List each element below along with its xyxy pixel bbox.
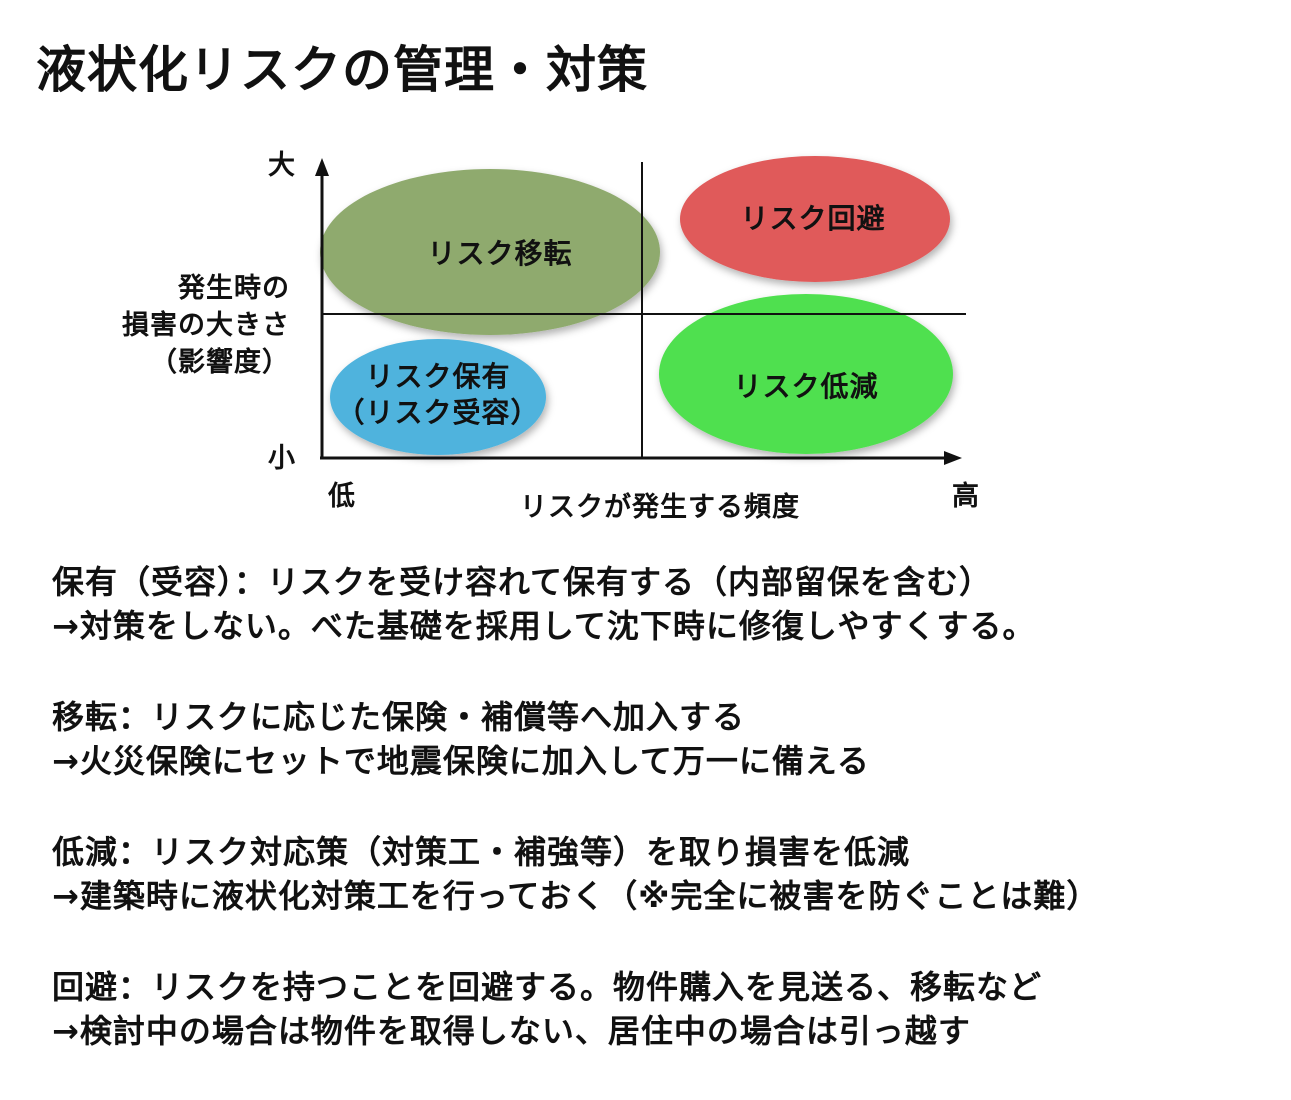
note-detail: →対策をしない。べた基礎を採用して沈下時に修復しやすくする。 — [52, 607, 1036, 645]
note-heading: 低減：リスク対応策（対策工・補強等）を取り損害を低減 — [52, 833, 911, 871]
note-heading: 回避：リスクを持つことを回避する。物件購入を見送る、移転など — [52, 968, 1043, 1006]
page-title: 液状化リスクの管理・対策 — [36, 41, 648, 99]
note-detail: →建築時に液状化対策工を行っておく（※完全に被害を防ぐことは難） — [52, 877, 1100, 915]
risk-matrix-diagram — [315, 156, 966, 465]
quad-label-line: リスク回避 — [740, 202, 886, 235]
x-axis-high-label: 高 — [952, 481, 980, 512]
quad-label-line: （リスク受容） — [336, 396, 540, 429]
risk-reduce-label: リスク低減 — [706, 369, 906, 405]
y-axis-low-label: 小 — [268, 443, 296, 474]
risk-transfer-ellipse — [320, 169, 660, 335]
note-retain: 保有（受容）：リスクを受け容れて保有する（内部留保を含む） →対策をしない。べた… — [52, 560, 1282, 648]
x-axis-arrowhead — [944, 451, 962, 465]
note-transfer: 移転：リスクに応じた保険・補償等へ加入する →火災保険にセットで地震保険に加入し… — [52, 695, 1282, 783]
risk-retain-ellipse — [330, 339, 546, 455]
risk-avoid-ellipse — [680, 156, 950, 282]
strategy-notes: 保有（受容）：リスクを受け容れて保有する（内部留保を含む） →対策をしない。べた… — [52, 560, 1282, 1100]
risk-retain-label: リスク保有 （リスク受容） — [333, 359, 543, 431]
quad-label-line: リスク低減 — [733, 370, 879, 403]
note-heading: 保有（受容）：リスクを受け容れて保有する（内部留保を含む） — [52, 563, 993, 601]
note-detail: →検討中の場合は物件を取得しない、居住中の場合は引っ越す — [52, 1012, 971, 1050]
y-axis-high-label: 大 — [268, 150, 296, 181]
x-axis-low-label: 低 — [328, 481, 356, 512]
note-detail: →火災保険にセットで地震保険に加入して万一に備える — [52, 742, 870, 780]
risk-reduce-ellipse — [659, 294, 953, 454]
y-axis-title-line: （影響度） — [150, 347, 290, 378]
note-heading: 移転：リスクに応じた保険・補償等へ加入する — [52, 698, 746, 736]
y-axis-title-line: 発生時の — [178, 273, 290, 304]
note-avoid: 回避：リスクを持つことを回避する。物件購入を見送る、移転など →検討中の場合は物… — [52, 965, 1282, 1053]
y-axis-title: 発生時の 損害の大きさ （影響度） — [100, 270, 290, 381]
y-axis-arrowhead — [315, 158, 329, 176]
risk-transfer-label: リスク移転 — [400, 236, 600, 272]
y-axis-title-line: 損害の大きさ — [122, 310, 290, 341]
note-reduce: 低減：リスク対応策（対策工・補強等）を取り損害を低減 →建築時に液状化対策工を行… — [52, 830, 1282, 918]
quad-label-line: リスク保有 — [365, 360, 511, 393]
x-axis-title: リスクが発生する頻度 — [520, 492, 800, 523]
quad-label-line: リスク移転 — [427, 237, 573, 270]
risk-avoid-label: リスク回避 — [713, 201, 913, 237]
